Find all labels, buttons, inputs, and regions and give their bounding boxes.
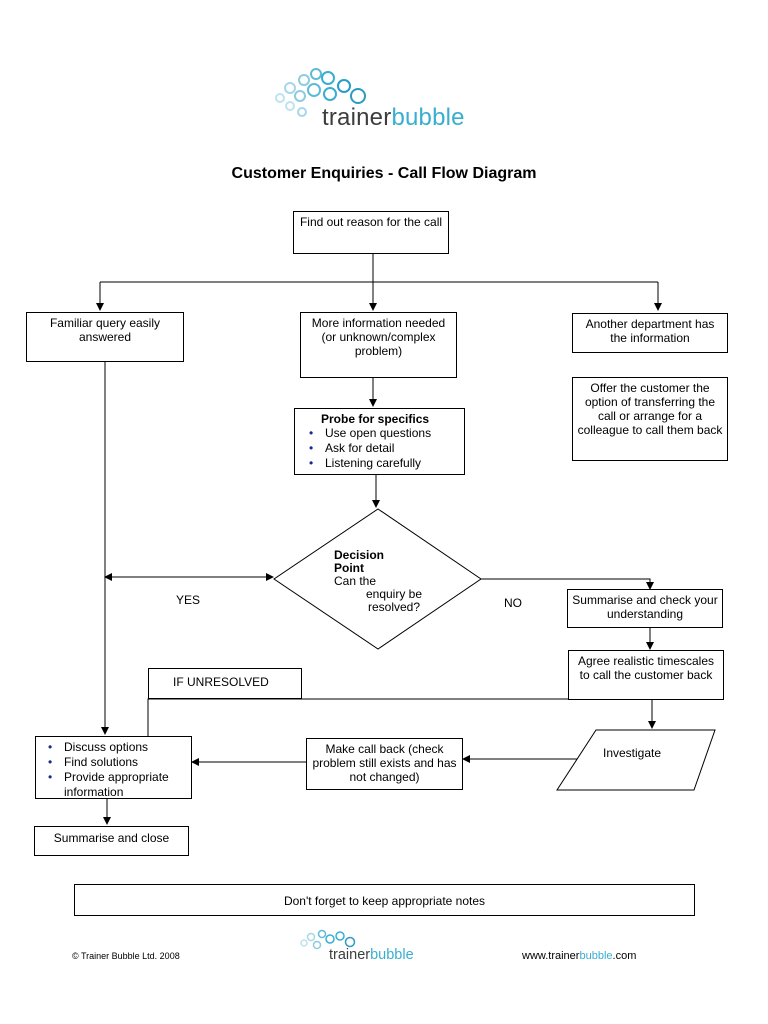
probe-heading: Probe for specifics	[321, 412, 430, 426]
decision-diamond	[273, 508, 482, 650]
investigate-parallelogram	[556, 729, 716, 791]
page-title: Customer Enquiries - Call Flow Diagram	[231, 165, 537, 182]
probe-list: Use open questions Ask for detail Listen…	[301, 426, 458, 471]
label-no: NO	[504, 596, 522, 610]
node-another-dept: Another department has the information	[572, 313, 728, 353]
node-if-unresolved: IF UNRESOLVED	[148, 668, 302, 699]
arrow-no	[481, 578, 654, 590]
bubble-logo-icon	[275, 68, 366, 117]
list-item: Ask for detail	[301, 441, 458, 456]
node-familiar-query: Familiar query easily answered	[26, 312, 184, 362]
footer-url[interactable]: www.trainerbubble.com	[522, 950, 637, 962]
node-make-call-back: Make call back (check problem still exis…	[306, 738, 463, 790]
node-agree-timescales: Agree realistic timescales to call the c…	[568, 650, 724, 700]
node-probe-specifics: Probe for specifics Use open questions A…	[294, 408, 465, 475]
trainerbubble-logo-footer: trainerbubble	[298, 927, 438, 967]
notes-reminder: Don't forget to keep appropriate notes	[74, 884, 695, 916]
list-item: Discuss options	[40, 740, 187, 755]
connector-if-unresolved	[147, 698, 570, 737]
list-item: Find solutions	[40, 755, 187, 770]
trainerbubble-logo: trainerbubble	[270, 66, 510, 131]
node-find-reason: Find out reason for the call	[293, 211, 449, 254]
bubble-logo-footer-icon	[300, 929, 356, 950]
footer-copyright: © Trainer Bubble Ltd. 2008	[72, 951, 180, 961]
node-summarise-close: Summarise and close	[34, 826, 189, 856]
decision-text: Decision Point Can the enquiry be resolv…	[334, 548, 423, 614]
logo-wordmark-footer: trainerbubble	[329, 947, 414, 963]
node-discuss-options: Discuss options Find solutions Provide a…	[35, 736, 192, 799]
node-more-info: More information needed (or unknown/comp…	[300, 312, 457, 378]
list-item: Use open questions	[301, 426, 458, 441]
node-offer-transfer: Offer the customer the option of transfe…	[572, 377, 728, 461]
logo-wordmark: trainerbubble	[322, 104, 465, 131]
label-yes: YES	[176, 593, 201, 607]
investigate-label: Investigate	[603, 746, 662, 760]
node-summarise-check: Summarise and check your understanding	[567, 589, 723, 628]
discuss-list: Discuss options Find solutions Provide a…	[40, 740, 187, 798]
list-item: Provide appropriate information	[40, 770, 187, 798]
list-item: Listening carefully	[301, 456, 458, 471]
